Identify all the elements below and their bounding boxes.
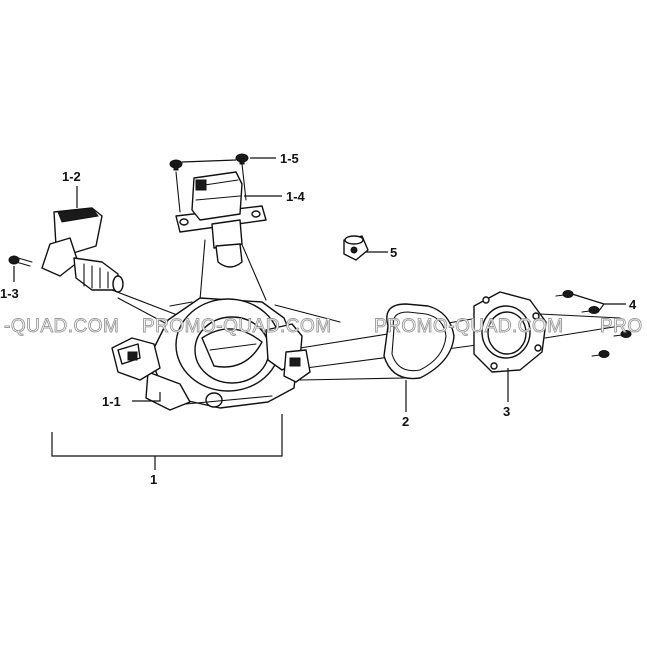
flange-part-3 — [473, 291, 547, 373]
screw-part-1-3 — [8, 255, 33, 267]
watermark-middle: PROMO-QUAD.COM — [374, 316, 564, 337]
screws-part-1-5 — [169, 153, 249, 171]
bolts-part-4 — [555, 290, 632, 358]
watermark-left: -QUAD.COM — [4, 316, 119, 337]
label-3: 3 — [503, 404, 510, 419]
label-5: 5 — [390, 245, 397, 260]
throttle-body — [111, 297, 311, 411]
sensor-part-1-2 — [41, 207, 124, 293]
part-labels: 1-2 1-3 1-5 1-4 5 4 1-1 2 3 1 — [0, 151, 637, 487]
watermark-right: PRO — [600, 316, 643, 337]
label-1-1: 1-1 — [102, 394, 121, 409]
leader-lines — [13, 157, 626, 470]
alignment-lines — [111, 163, 621, 381]
label-1-2: 1-2 — [62, 169, 81, 184]
watermark: -QUAD.COM PROMO-QUAD.COM PROMO-QUAD.COM … — [4, 316, 643, 338]
label-2: 2 — [402, 414, 409, 429]
cap-part-5 — [343, 235, 369, 261]
label-4: 4 — [629, 297, 637, 312]
label-1-5: 1-5 — [280, 151, 299, 166]
label-1-3: 1-3 — [0, 286, 19, 301]
label-1: 1 — [150, 472, 157, 487]
idle-motor-part-1-4 — [175, 171, 267, 268]
watermark-center: PROMO-QUAD.COM — [142, 316, 332, 337]
gasket-part-2 — [383, 303, 455, 380]
label-1-4: 1-4 — [286, 189, 306, 204]
